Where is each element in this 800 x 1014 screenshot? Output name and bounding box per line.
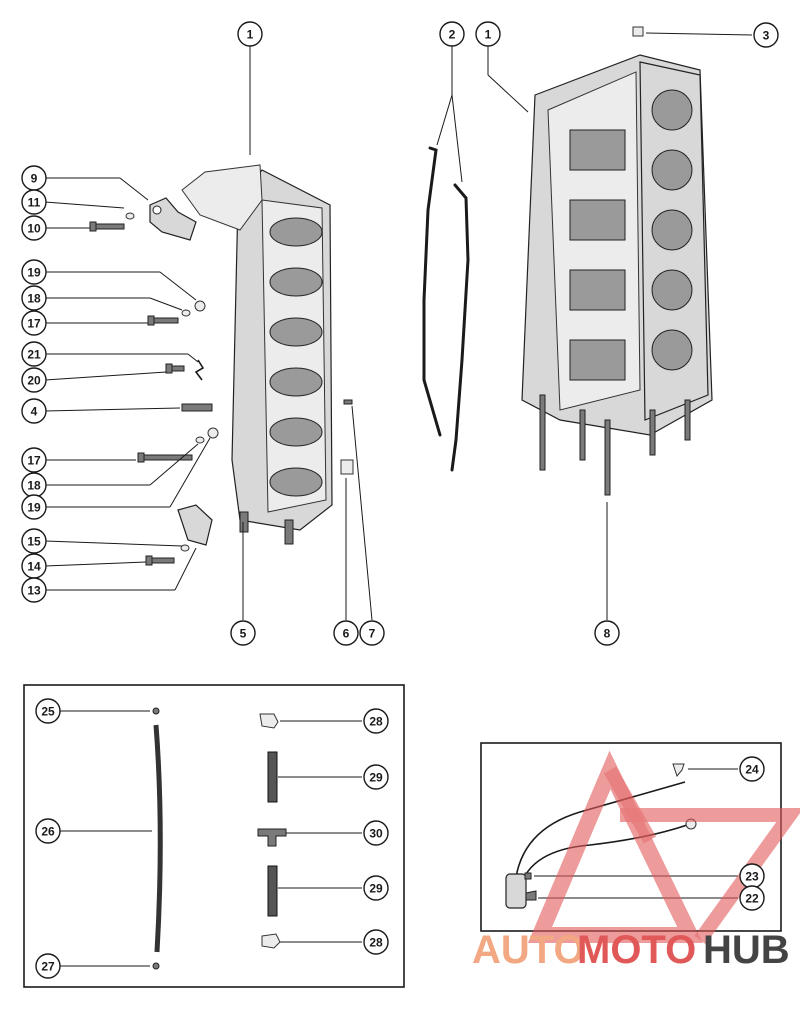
callout-number: 10 [27, 222, 41, 236]
callout-number: 6 [343, 627, 350, 641]
watermark-text-moto: MOTO [577, 928, 696, 972]
callout-number: 28 [369, 936, 383, 950]
end-cap-bracket [149, 197, 197, 241]
callout-30: 30 [363, 820, 389, 846]
callout-1: 1 [237, 21, 263, 47]
callout-number: 1 [485, 28, 492, 42]
hose-kit-leaders [60, 710, 362, 967]
callout-13: 13 [21, 577, 47, 603]
callout-number: 24 [745, 763, 759, 777]
callout-number: 9 [31, 172, 38, 186]
callout-14: 14 [21, 553, 47, 579]
callout-number: 21 [27, 348, 41, 362]
callout-number: 29 [369, 771, 383, 785]
leader-lines [44, 32, 753, 621]
callout-19: 19 [21, 494, 47, 520]
callout-number: 26 [41, 825, 55, 839]
callout-28: 28 [363, 708, 389, 734]
callout-number: 13 [27, 584, 41, 598]
callout-number: 15 [27, 535, 41, 549]
callout-number: 1 [247, 28, 254, 42]
callout-11: 11 [21, 189, 47, 215]
watermark-text: AUTO MOTO HUB [472, 928, 790, 972]
hose-kit-box [23, 684, 405, 988]
callout-24: 24 [739, 756, 765, 782]
callout-26: 26 [35, 818, 61, 844]
callout-5: 5 [230, 620, 256, 646]
wiring-parts [505, 763, 697, 909]
callout-6: 6 [333, 620, 359, 646]
callout-number: 2 [449, 28, 456, 42]
callout-number: 4 [31, 405, 38, 419]
small-parts [89, 26, 644, 566]
callout-1: 1 [475, 21, 501, 47]
callout-3: 3 [753, 22, 779, 48]
watermark-logo [527, 750, 800, 945]
callout-9: 9 [21, 165, 47, 191]
callout-4: 4 [21, 398, 47, 424]
callout-number: 8 [604, 627, 611, 641]
callout-28: 28 [363, 929, 389, 955]
callout-22: 22 [739, 885, 765, 911]
callout-2: 2 [439, 21, 465, 47]
callout-number: 23 [745, 870, 759, 884]
callout-number: 17 [27, 317, 41, 331]
watermark-text-hub: HUB [703, 928, 790, 972]
sealing-strips [422, 146, 470, 472]
callout-19: 19 [21, 259, 47, 285]
callout-number: 30 [369, 827, 383, 841]
callout-20: 20 [21, 367, 47, 393]
crankcase-cover-half [181, 164, 333, 545]
callout-number: 20 [27, 374, 41, 388]
hose-kit-parts [152, 707, 287, 970]
callout-21: 21 [21, 341, 47, 367]
callout-number: 5 [240, 627, 247, 641]
callout-15: 15 [21, 528, 47, 554]
callout-number: 3 [763, 29, 770, 43]
callout-number: 11 [28, 196, 41, 210]
callout-number: 18 [27, 292, 41, 306]
callout-number: 29 [369, 882, 383, 896]
callout-27: 27 [35, 953, 61, 979]
callout-number: 18 [27, 479, 41, 493]
callout-number: 19 [27, 501, 41, 515]
callout-number: 28 [369, 715, 383, 729]
callout-number: 17 [27, 454, 41, 468]
callout-25: 25 [35, 698, 61, 724]
callout-18: 18 [21, 472, 47, 498]
watermark-text-auto: AUTO [472, 928, 585, 972]
callout-number: 27 [41, 960, 55, 974]
callout-17: 17 [21, 310, 47, 336]
callout-number: 14 [27, 560, 41, 574]
callout-17: 17 [21, 447, 47, 473]
cylinder-block [521, 54, 713, 496]
callout-29: 29 [363, 764, 389, 790]
callout-8: 8 [594, 620, 620, 646]
callout-29: 29 [363, 875, 389, 901]
callout-number: 7 [369, 627, 376, 641]
callout-number: 19 [27, 266, 41, 280]
callout-number: 22 [745, 892, 759, 906]
callout-7: 7 [359, 620, 385, 646]
callout-18: 18 [21, 285, 47, 311]
callout-10: 10 [21, 215, 47, 241]
callout-number: 25 [41, 705, 55, 719]
callout-23: 23 [739, 863, 765, 889]
